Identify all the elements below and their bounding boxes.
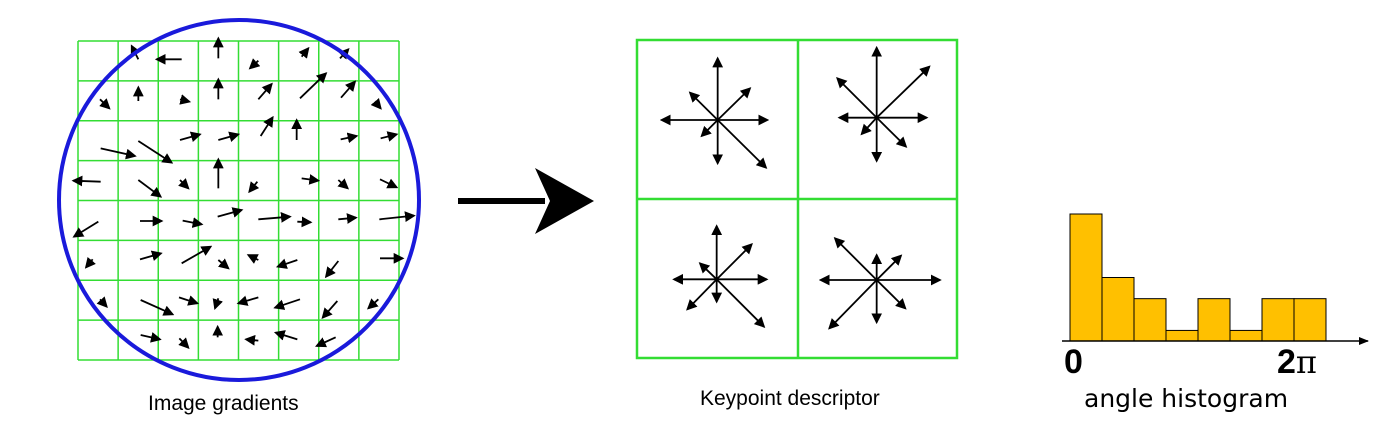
orientation-arrow	[860, 117, 878, 136]
orientation-arrow	[876, 65, 931, 119]
angle-histogram-bars	[1069, 213, 1327, 342]
orientation-star-icon	[659, 56, 770, 169]
gradient-arrow	[140, 299, 175, 316]
gradient-arrow	[370, 97, 382, 110]
gradient-arrow	[366, 298, 379, 310]
gradient-arrow	[212, 298, 223, 311]
gradient-arrow	[139, 250, 163, 261]
axis-end-label: 2π	[1277, 343, 1317, 382]
gradient-arrow	[297, 216, 313, 228]
gradient-arrow	[178, 295, 200, 306]
orientation-arrow	[716, 243, 753, 280]
gradient-arrow	[236, 295, 259, 306]
orientation-arrow	[686, 278, 718, 311]
gradient-arrow	[218, 131, 241, 142]
orientation-star-icon	[672, 224, 769, 328]
histogram-bar	[1165, 329, 1199, 342]
gradient-arrow	[181, 245, 213, 265]
gradient-grid	[77, 40, 400, 361]
orientation-arrow	[836, 77, 878, 119]
gradient-arrow	[179, 94, 192, 105]
orientation-arrow	[876, 279, 907, 310]
orientation-arrow	[876, 254, 903, 281]
gradient-arrow	[301, 174, 321, 185]
histogram-bar	[1069, 213, 1103, 342]
gradient-arrow	[100, 147, 137, 160]
gradient-arrow	[340, 132, 359, 144]
gradient-arrow	[259, 115, 274, 137]
gradient-arrow	[321, 300, 339, 320]
gaussian-window-circle	[57, 18, 421, 382]
image-gradients-label: Image gradients	[148, 392, 299, 415]
gradient-arrow	[248, 181, 260, 194]
histogram-bar	[1261, 298, 1295, 342]
axis-end-number: 2	[1277, 343, 1296, 381]
gradient-arrow	[72, 220, 99, 238]
gradient-arrow	[273, 330, 298, 341]
gradient-arrow	[273, 298, 301, 310]
gradient-arrow	[84, 256, 96, 269]
gradient-arrow	[246, 254, 259, 264]
histogram-bar	[1197, 298, 1231, 342]
histogram-bar	[1229, 329, 1263, 342]
orientation-arrow	[828, 279, 878, 330]
gradient-arrow	[140, 332, 162, 343]
gradient-arrow	[244, 334, 259, 346]
gradient-arrow	[217, 207, 244, 218]
orientation-star-icon	[818, 237, 942, 330]
gradient-arrow	[217, 258, 230, 270]
orientation-arrow	[688, 91, 719, 121]
angle-histogram-label: angle histogram	[1084, 384, 1289, 413]
axis-end-pi: π	[1295, 343, 1317, 381]
orientation-arrow	[700, 119, 719, 138]
gradient-arrow	[137, 140, 174, 164]
gradient-arrow	[99, 98, 111, 110]
gradient-arrow	[299, 72, 328, 99]
transform-arrow-icon	[458, 168, 594, 234]
gradient-arrow	[71, 175, 101, 187]
gradient-arrow	[275, 258, 298, 269]
orientation-arrow	[698, 262, 718, 280]
gradient-arrow	[96, 296, 108, 308]
gradient-arrow	[178, 178, 190, 190]
gradient-arrow	[179, 131, 202, 142]
gradient-arrow	[178, 337, 190, 349]
histogram-bar	[1133, 298, 1167, 342]
orientation-arrow	[717, 119, 768, 169]
axis-start-label: 0	[1064, 343, 1083, 381]
orientation-arrow	[716, 278, 766, 328]
orientation-arrow	[717, 87, 752, 121]
gradient-arrow	[315, 336, 337, 348]
orientation-star-icon	[836, 45, 931, 163]
gradient-arrows	[71, 36, 416, 349]
gradient-arrow	[338, 213, 358, 224]
gradient-arrow	[324, 260, 340, 279]
gradient-arrow	[182, 217, 204, 228]
gradient-arrow	[137, 179, 163, 198]
histogram-bar	[1293, 298, 1327, 342]
histogram-bar	[1101, 277, 1135, 342]
gradient-arrow	[380, 131, 399, 142]
gradient-arrow	[379, 178, 399, 189]
keypoint-descriptor-grid	[635, 38, 959, 360]
gradient-arrow	[258, 212, 292, 223]
keypoint-descriptor-label: Keypoint descriptor	[700, 387, 880, 410]
gradient-arrow	[340, 80, 357, 99]
gradient-arrow	[248, 58, 261, 70]
orientation-arrow	[833, 237, 878, 281]
descriptor-orientation-stars	[659, 45, 942, 330]
gradient-arrow	[379, 211, 416, 222]
orientation-arrow	[876, 117, 908, 148]
gradient-arrow	[298, 46, 310, 59]
gradient-arrow	[257, 82, 273, 100]
gradient-arrow	[337, 178, 350, 190]
